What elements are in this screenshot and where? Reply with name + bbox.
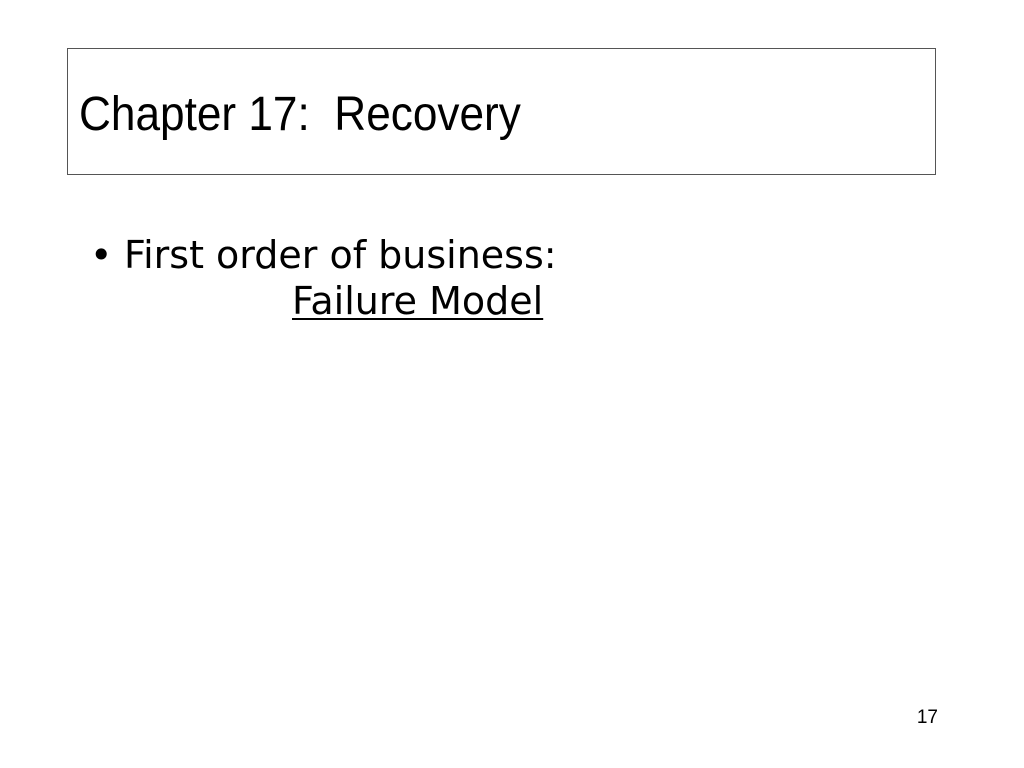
bullet-item: • First order of business: Failure Model [90, 232, 557, 324]
failure-model-label: Failure Model [292, 279, 544, 323]
bullet-content: First order of business: Failure Model [124, 232, 557, 324]
bullet-list: • First order of business: Failure Model [90, 232, 557, 324]
page-number: 17 [916, 707, 938, 728]
slide-title: Chapter 17: Recovery [79, 88, 521, 141]
bullet-dot-icon: • [90, 233, 113, 277]
bullet-text: First order of business: [124, 233, 557, 277]
title-box: Chapter 17: Recovery [67, 48, 936, 175]
